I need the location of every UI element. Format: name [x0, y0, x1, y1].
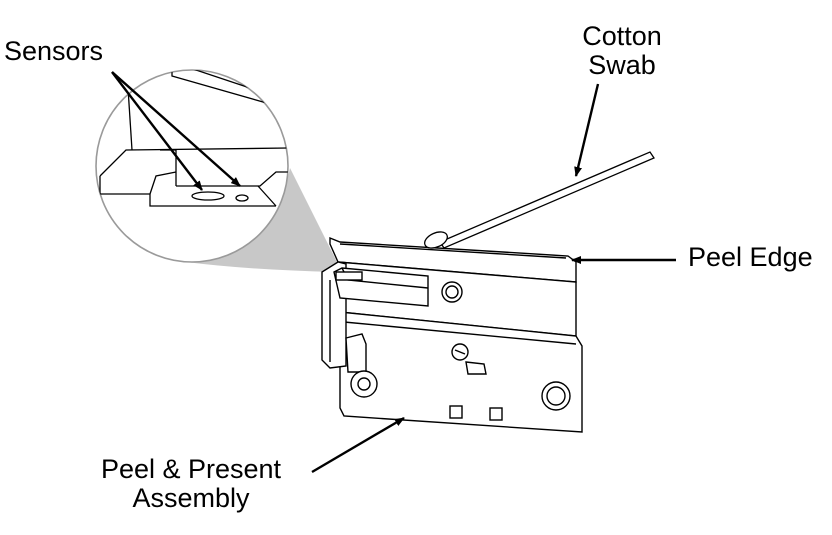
peel-present-label-line2: Assembly	[132, 483, 250, 513]
peel-present-assembly	[321, 236, 583, 433]
cotton-swab-label-line1: Cotton	[582, 21, 662, 51]
callout-arrows	[111, 71, 676, 474]
cotton-swab-arrow	[574, 83, 600, 177]
peel-edge-label: Peel Edge	[688, 243, 813, 272]
sensors-label-text: Sensors	[4, 36, 104, 66]
sensors-label: Sensors	[4, 37, 103, 66]
sensor-detail-view	[95, 69, 289, 263]
sensors-arrow-1	[111, 71, 203, 191]
peel-present-arrow	[311, 416, 405, 474]
peel-edge-label-text: Peel Edge	[688, 242, 813, 272]
peel-present-assembly-label: Peel & Present Assembly	[88, 455, 294, 513]
cotton-swab-label: Cotton Swab	[570, 22, 674, 80]
cotton-swab	[424, 151, 655, 249]
peel-present-label-line1: Peel & Present	[100, 454, 282, 484]
cotton-swab-label-line2: Swab	[588, 50, 656, 80]
sensors-arrow-2	[111, 71, 241, 187]
